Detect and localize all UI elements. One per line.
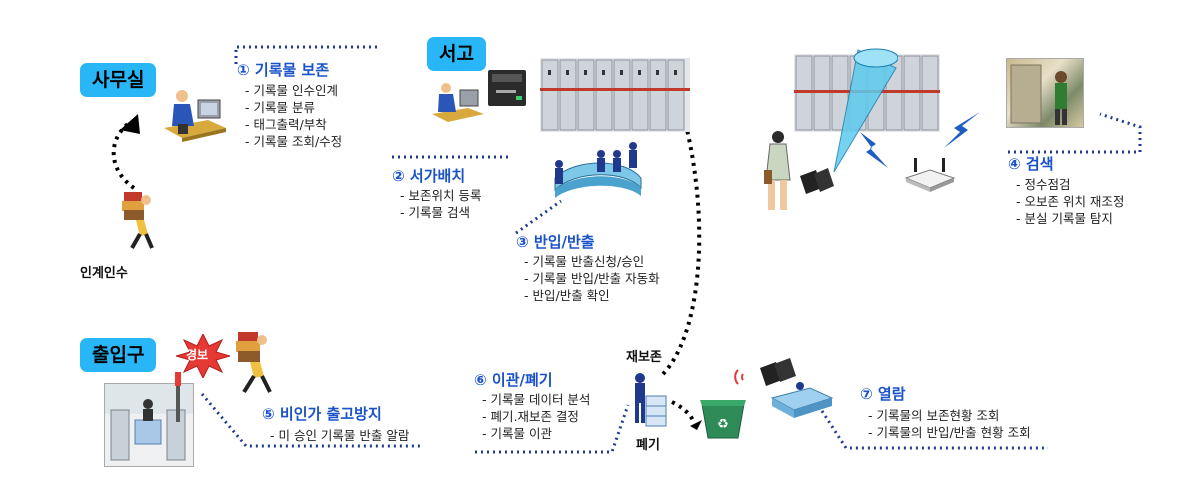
- section-4-list: 정수점검 오보존 위치 재조정 분실 기록물 탐지: [1016, 176, 1124, 227]
- section-4-item: 오보존 위치 재조정: [1016, 193, 1124, 210]
- scan-beam-icon: [833, 48, 898, 173]
- section-7-item: 기록물의 보존현황 조회: [868, 407, 1031, 424]
- section-1-list: 기록물 인수인계 기록물 분류 태그출력/부착 기록물 조회/수정: [245, 82, 342, 150]
- section-1-item: 기록물 조회/수정: [245, 133, 342, 150]
- tag-printer-icon: [488, 70, 526, 106]
- section-6-list: 기록물 데이터 분석 폐기.재보존 결정 기록물 이관: [482, 391, 590, 442]
- section-1-item: 기록물 인수인계: [245, 82, 342, 99]
- section-2-item: 기록물 검색: [400, 204, 481, 221]
- section-6-item: 폐기.재보존 결정: [482, 408, 590, 425]
- handover-label: 인계인수: [80, 266, 128, 281]
- searcher-person-icon: [764, 131, 791, 210]
- section-6-item: 기록물 이관: [482, 425, 590, 442]
- zone-entrance: 출입구: [80, 338, 157, 372]
- disposal-arrowhead: [690, 420, 702, 430]
- alarm-burst-icon: [176, 334, 230, 378]
- wireless-signal-icon: [944, 112, 980, 148]
- section-3-list: 기록물 반출신청/승인 기록물 반입/반출 자동화 반입/반출 확인: [524, 253, 660, 304]
- section-7-title: ⑦ 열람: [860, 385, 906, 403]
- entrance-gate-photo: [104, 383, 194, 467]
- handover-arrow-line: [111, 122, 136, 190]
- section-5-item: 미 승인 기록물 반출 알람: [270, 427, 409, 444]
- section-4-title: ④ 검색: [1008, 155, 1054, 173]
- section-1-title: ① 기록물 보존: [237, 61, 330, 79]
- transfer-worker-icon: [635, 373, 667, 427]
- rfid-reader-icon: [760, 358, 796, 386]
- section-5-title: ⑤ 비인가 출고방지: [262, 405, 382, 423]
- worker-photo-icon: [1010, 64, 1067, 125]
- security-gate-icon: [105, 384, 193, 461]
- section-3-item: 반입/반출 확인: [524, 287, 660, 304]
- section-7-list: 기록물의 보존현황 조회 기록물의 반입/반출 현황 조회: [868, 407, 1031, 441]
- section-7-item: 기록물의 반입/반출 현황 조회: [868, 424, 1030, 441]
- section-4-item: 정수점검: [1016, 176, 1124, 193]
- section-5-list: 미 승인 기록물 반출 알람: [270, 427, 409, 444]
- section-1-item: 태그출력/부착: [245, 116, 342, 133]
- svg-text:♻: ♻: [717, 417, 729, 432]
- office-worker-desk-icon: [164, 90, 226, 142]
- thief-carrying-boxes-icon: [236, 332, 272, 394]
- section-4-item: 분실 기록물 탐지: [1016, 210, 1124, 227]
- section-3-title: ③ 반입/반출: [516, 233, 595, 251]
- archive-shelving-icon: [540, 58, 690, 132]
- section-6-title: ⑥ 이관/폐기: [474, 371, 553, 389]
- disposal-label: 폐기: [636, 438, 660, 453]
- connector-section-3: [515, 199, 562, 235]
- wifi-router-icon: [904, 158, 956, 192]
- reading-desk-icon: [770, 382, 834, 418]
- section-1-item: 기록물 분류: [245, 99, 342, 116]
- walker-carrying-boxes-icon: [122, 192, 154, 249]
- zone-office: 사무실: [80, 63, 157, 97]
- section-3-item: 기록물 반입/반출 자동화: [524, 270, 659, 287]
- wireless-signal-icon: [860, 132, 888, 168]
- disposal-arrow-line: [671, 400, 696, 423]
- re-preserve-label: 재보존: [626, 350, 662, 365]
- rfid-signal-icon: [734, 369, 744, 385]
- section-6-item: 기록물 데이터 분석: [482, 391, 590, 408]
- connector-section-4: [1008, 112, 1142, 154]
- zone-archive: 서고: [427, 37, 486, 71]
- service-counter-icon: [554, 142, 642, 198]
- alarm-pole-icon: [175, 372, 181, 422]
- section-2-list: 보존위치 등록 기록물 검색: [400, 187, 481, 221]
- represerve-arrow-line: [661, 89, 702, 376]
- rfid-reader-icon: [800, 168, 834, 194]
- handover-arrowhead: [120, 114, 140, 134]
- search-photo: [1006, 58, 1084, 128]
- alarm-label: 경보: [186, 348, 209, 362]
- section-2-item: 보존위치 등록: [400, 187, 481, 204]
- archive-worker-desk-icon: [432, 83, 484, 122]
- recycle-bin-icon: ♻: [700, 400, 746, 439]
- section-3-item: 기록물 반출신청/승인: [524, 253, 660, 270]
- section-2-title: ② 서가배치: [392, 167, 466, 185]
